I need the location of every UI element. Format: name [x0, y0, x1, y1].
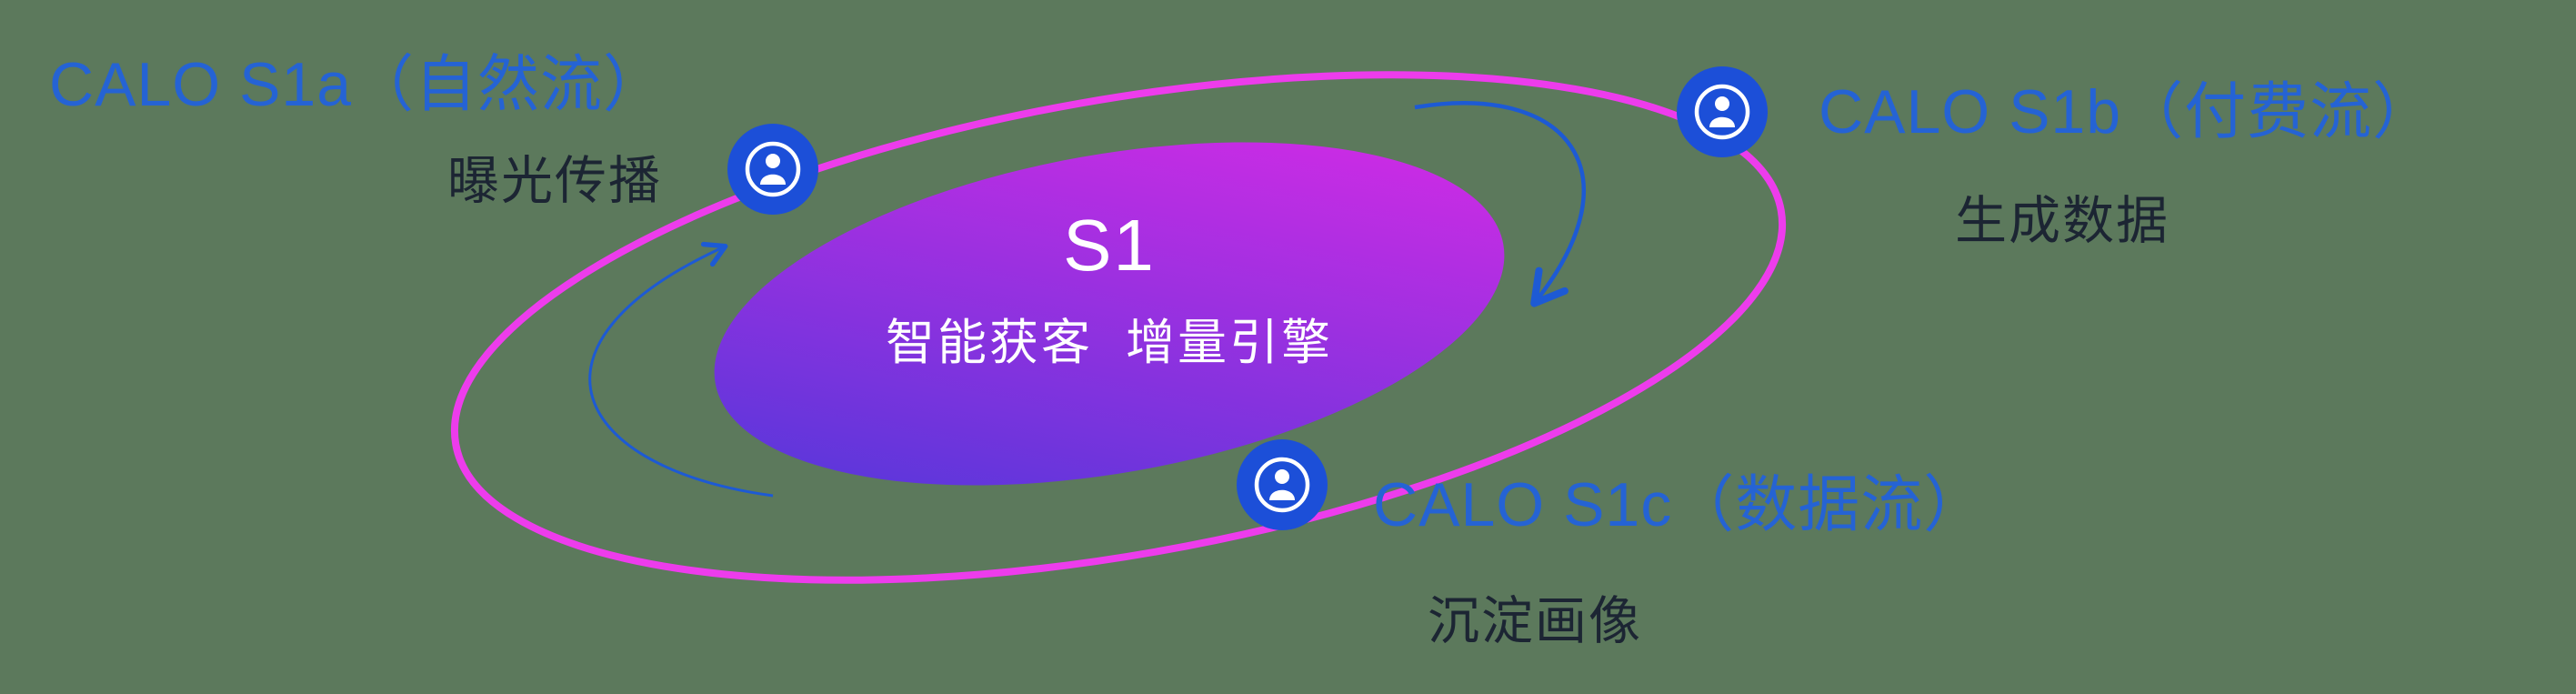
label-s1a-title: CALO S1a（自然流） — [49, 50, 667, 119]
flow-arrow-right — [1414, 101, 1586, 307]
flow-arrow-left — [588, 241, 774, 498]
label-s1b-title: CALO S1b（付费流） — [1819, 77, 2436, 146]
label-s1c-title: CALO S1c（数据流） — [1373, 470, 1987, 539]
orbit-ellipse — [450, 71, 1787, 584]
core-label-group: S1 智能获客 增量引擎 — [791, 204, 1428, 374]
user-icon — [1694, 84, 1750, 140]
core-title: S1 — [1063, 205, 1156, 286]
core-subtitle: 智能获客 增量引擎 — [885, 316, 1333, 370]
node-s1a — [727, 124, 818, 215]
node-s1a-circle — [727, 124, 818, 215]
node-s1c-circle — [1237, 439, 1328, 530]
label-s1c-subtitle: 沉淀画像 — [1428, 592, 1642, 650]
node-s1c — [1237, 439, 1328, 530]
core-ellipse — [714, 142, 1505, 486]
label-s1b-subtitle: 生成数据 — [1955, 192, 2170, 250]
user-icon — [1254, 457, 1310, 513]
node-s1b — [1677, 66, 1768, 157]
label-s1a-subtitle: 曝光传播 — [447, 152, 662, 210]
user-icon — [745, 141, 801, 197]
node-s1b-circle — [1677, 66, 1768, 157]
